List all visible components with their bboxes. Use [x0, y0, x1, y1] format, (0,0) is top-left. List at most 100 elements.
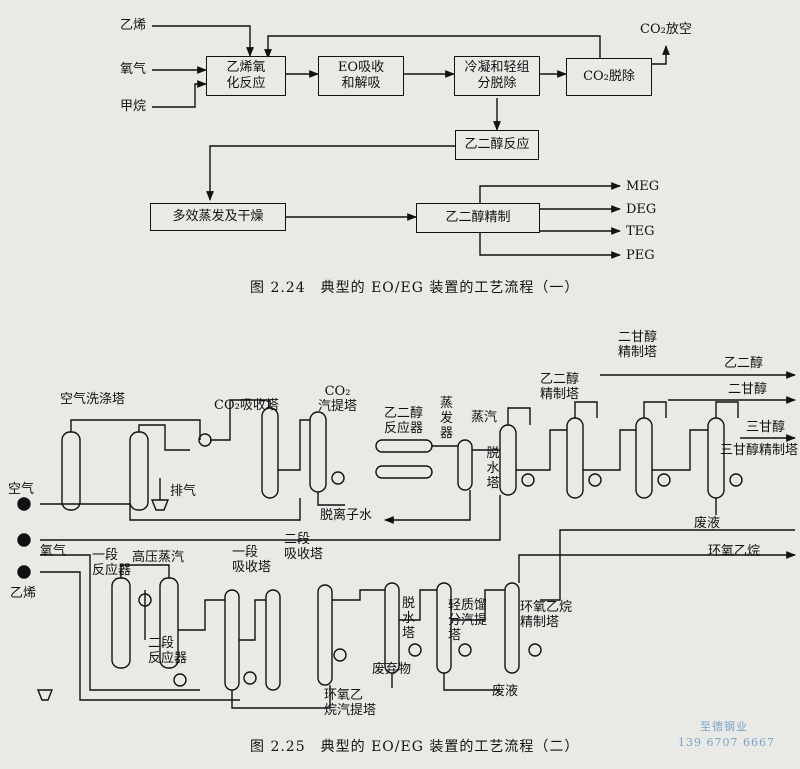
- label-light-stripper: 轻质馏 分汽提 塔: [448, 598, 488, 643]
- label-first-absorber: 一段 吸收塔: [232, 545, 272, 575]
- tower-first-reactor: [111, 577, 131, 669]
- pipe-abs-abs: [239, 599, 266, 641]
- pipe-air: [40, 498, 301, 521]
- label-deg-refining-tower: 二甘醇 精制塔: [618, 330, 658, 360]
- valve-air: [17, 497, 31, 511]
- tower-dehydration2: [384, 582, 400, 674]
- co2-vent-label: CO₂放空: [640, 22, 692, 37]
- box-co2-removal: CO₂脱除: [566, 58, 652, 96]
- exchanger-12: [173, 673, 187, 687]
- pipe-light-eo: [451, 589, 505, 621]
- pipe-strip-bottom: [317, 492, 345, 506]
- eg-reactor-upper: [375, 439, 433, 453]
- label-eg-refining-tower: 乙二醇 精制塔: [540, 372, 580, 402]
- pipe-recycle-right: [540, 529, 795, 601]
- caption-figure-2-25: 图 2.25 典型的 EO/EG 装置的工艺流程（二）: [250, 739, 580, 755]
- label-second-reactor: 二段 反应器: [148, 636, 188, 666]
- tower-dehydration: [499, 424, 517, 496]
- label-second-absorber: 二段 吸收塔: [284, 532, 324, 562]
- label-dehydration2: 脱 水 塔: [402, 596, 416, 641]
- pipe-stripper-dehydr: [332, 589, 385, 601]
- label-waste: 废弃物: [372, 662, 412, 677]
- tower-first-absorber: [224, 589, 240, 691]
- flow-eg-to-evap: [206, 145, 455, 201]
- tower-second-absorber: [265, 589, 281, 691]
- label-air: 空气: [8, 482, 35, 497]
- product-meg: MEG: [626, 179, 660, 194]
- pipe-light-waste: [443, 673, 500, 691]
- label-co2-absorber: CO₂吸收塔: [214, 398, 279, 413]
- pipe-oxygen: [40, 554, 200, 691]
- pipe-eo-out: [518, 551, 796, 583]
- pipe-dehydr-light: [399, 589, 437, 621]
- box-condense: 冷凝和轻组 分脱除: [454, 56, 540, 96]
- label-steam: 蒸汽: [471, 410, 498, 425]
- tower-evaporator: [457, 439, 473, 491]
- exchanger-6: [729, 473, 743, 487]
- exchanger-3: [521, 473, 535, 487]
- exchanger-8: [333, 648, 347, 662]
- exchanger-1: [198, 433, 212, 447]
- pipe-ethylene: [40, 571, 240, 701]
- exchanger-5: [657, 473, 671, 487]
- pipe-co2abs-strip: [278, 419, 310, 471]
- label-ethylene-oxide: 环氧乙烷: [708, 544, 761, 559]
- compressor-icon: [36, 689, 54, 701]
- label-eo-stripper: 环氧乙 烷汽提塔: [324, 688, 377, 718]
- input-oxygen: 氧气: [120, 62, 147, 77]
- label-air-scrubber: 空气洗涤塔: [60, 392, 126, 407]
- tower-teg-refining: [707, 417, 725, 499]
- label-out-deg: 二甘醇: [728, 382, 768, 397]
- label-co2-stripper: CO₂ 汽提塔: [318, 384, 358, 414]
- pipe-deionized: [384, 490, 471, 524]
- label-hp-steam: 高压蒸汽: [132, 550, 185, 565]
- label-evaporator: 蒸 发 器: [440, 396, 454, 441]
- pipe-heat-loop: [138, 424, 190, 451]
- flow-methane-in: [152, 80, 207, 108]
- pipe-reactor-link: [120, 564, 170, 578]
- product-peg: PEG: [626, 248, 655, 263]
- pipe-abs-bottom: [231, 685, 331, 709]
- pipe-dehydr-top: [507, 407, 531, 425]
- tower-co2-absorber: [261, 407, 279, 499]
- box-oxidation: 乙烯氧 化反应: [206, 56, 286, 96]
- pipe-deg-top: [643, 401, 667, 418]
- label-deionized-water: 脱离子水: [320, 508, 373, 523]
- tower-deg-refining: [635, 417, 653, 499]
- label-waste-liquid2: 废液: [694, 516, 721, 531]
- label-ethylene: 乙烯: [10, 586, 37, 601]
- watermark-company: 至德钢业: [700, 720, 748, 733]
- exchanger-4: [588, 473, 602, 487]
- pipe-deg-teg: [652, 429, 708, 471]
- box-evaporation: 多效蒸发及干燥: [150, 203, 286, 231]
- flow-ethylene-in: [152, 25, 254, 57]
- exchanger-2: [331, 471, 345, 485]
- label-oxygen: 氧气: [40, 544, 67, 559]
- pipe-co2abs-top: [210, 399, 271, 441]
- eg-reactor-lower: [375, 465, 433, 479]
- valve-ethylene: [17, 565, 31, 579]
- label-exhaust: 排气: [170, 484, 197, 499]
- exchanger-10: [458, 643, 472, 657]
- exchanger-11: [528, 643, 542, 657]
- flow-co2-vent: [652, 45, 670, 65]
- box-eg-refining: 乙二醇精制: [416, 203, 540, 233]
- valve-oxygen: [17, 533, 31, 547]
- pipe-dehydr-eg: [516, 429, 567, 471]
- label-dehydration-tower: 脱水塔: [486, 446, 500, 491]
- tower-air-scrubber: [61, 431, 81, 511]
- tower-eg-refining: [566, 417, 584, 499]
- pipe-mid-header: [40, 495, 501, 541]
- pipe-scrubber-top: [70, 419, 201, 440]
- pipe-reactor-abs: [178, 599, 225, 631]
- pipe-eg-deg: [583, 429, 636, 471]
- exchanger-7: [243, 671, 257, 685]
- pipe-eg-top: [574, 401, 598, 418]
- tower-eo-refining: [504, 582, 520, 674]
- caption-figure-2-24: 图 2.24 典型的 EO/EG 装置的工艺流程（一）: [250, 280, 580, 296]
- label-out-eg: 乙二醇: [724, 356, 764, 371]
- tower-eo-stripper: [317, 584, 333, 686]
- flow-prod-meg: [479, 182, 621, 203]
- flow-prod-peg: [479, 232, 621, 259]
